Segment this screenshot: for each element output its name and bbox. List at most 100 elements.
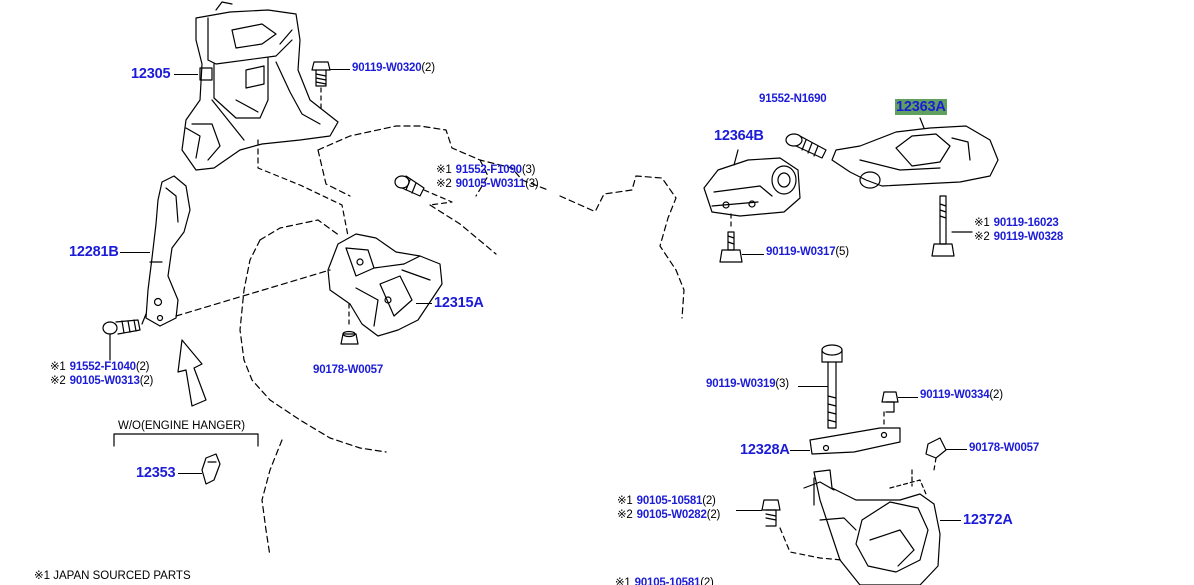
leader-line (178, 473, 202, 474)
source-mark: ※2 (436, 178, 452, 190)
part-code: 90105-10581 (634, 577, 701, 585)
leader-line (330, 69, 350, 70)
source-mark: ※1 (436, 164, 452, 176)
part-label-90119-W0334[interactable]: 90119-W0334(2) (920, 389, 1003, 402)
bolt-91552-F1040 (102, 319, 141, 335)
part-label-90178-W0057-left[interactable]: 90178-W0057 (313, 364, 384, 377)
part-qty: (2) (139, 375, 154, 387)
part-label-90119-W0317[interactable]: 90119-W0317(5) (766, 246, 849, 259)
part-label-12363A[interactable]: 12363A (895, 99, 947, 115)
nut-90178-W0057-left (340, 330, 359, 345)
part-code: 90105-W0311 (455, 178, 526, 190)
part-code: 90178-W0057 (313, 364, 384, 376)
leader-line (940, 520, 961, 521)
part-qty: (2) (706, 509, 721, 521)
bolt-90119-W0320 (311, 61, 331, 87)
part-qty: (2) (421, 62, 435, 74)
part-label-90119-W0320[interactable]: 90119-W0320(2) (352, 62, 435, 75)
part-code: 12372A (963, 512, 1013, 528)
part-qty: (3) (525, 178, 539, 190)
bolt-90119-W0317 (719, 231, 743, 263)
part-code-highlighted: 12363A (895, 99, 947, 115)
engine-hanger-12281B (145, 175, 191, 327)
part-label-12328A[interactable]: 12328A (740, 443, 790, 458)
source-mark: ※2 (617, 509, 633, 521)
source-mark: ※1 (617, 495, 633, 507)
part-label-90119-W0319[interactable]: 90119-W0319(3) (706, 378, 789, 391)
nut-90178-W0057-right (925, 437, 947, 459)
part-code: 12315A (434, 295, 484, 311)
engine-mount-bracket-12315A (327, 233, 443, 337)
source-mark: ※1 (974, 217, 990, 229)
spacer-12353 (201, 453, 221, 485)
part-code: 90105-W0282 (636, 509, 707, 521)
bolt-90119-16023 (931, 195, 955, 257)
source-mark: ※1 (50, 361, 66, 373)
part-code: 90105-10581 (636, 495, 703, 507)
part-label-12372A[interactable]: 12372A (963, 513, 1013, 528)
bolt-91552-F1090 (394, 175, 425, 197)
bolt-91552-N1690 (785, 133, 827, 159)
engine-outline (239, 125, 685, 557)
part-code: 12328A (740, 442, 790, 458)
part-qty: (3) (521, 164, 536, 176)
part-code: 90119-W0319 (706, 378, 776, 390)
part-qty: (2) (702, 495, 716, 507)
part-label-12364B[interactable]: 12364B (714, 129, 764, 144)
part-code: 12281B (69, 244, 119, 260)
part-code: 90119-W0334 (920, 389, 990, 401)
part-code: 90119-W0320 (352, 62, 422, 74)
part-code: 91552-F1090 (455, 164, 522, 176)
part-qty: (5) (835, 246, 849, 258)
part-label-12315A[interactable]: 12315A (434, 296, 484, 311)
bolt-90119-W0334 (881, 391, 899, 413)
bolt-90105-10581 (761, 499, 781, 527)
leader-line (798, 386, 828, 387)
part-label-12281B[interactable]: 12281B (69, 245, 119, 260)
part-code: 90178-W0057 (969, 442, 1040, 454)
part-code: 90119-W0328 (993, 231, 1064, 243)
part-code: 12305 (131, 66, 171, 82)
bolt-90119-W0319 (821, 344, 843, 429)
source-mark: ※2 (974, 231, 990, 243)
source-mark: ※2 (50, 375, 66, 387)
leader-line (736, 510, 762, 511)
leader-line (120, 252, 150, 253)
transmission-mount-12372A (803, 469, 941, 585)
part-label-91552-N1690[interactable]: 91552-N1690 (759, 93, 827, 106)
part-qty: (3) (775, 378, 789, 390)
part-code: 90105-W0313 (69, 375, 140, 387)
leader-line (174, 74, 198, 75)
leader-line (416, 303, 432, 304)
part-label-12305[interactable]: 12305 (131, 66, 171, 82)
part-code: 12353 (136, 465, 176, 481)
part-code: 90119-W0317 (766, 246, 836, 258)
part-code: 12364B (714, 128, 764, 144)
footnote-japan-sourced: ※1 JAPAN SOURCED PARTS (34, 570, 191, 582)
part-label-90178-W0057-right[interactable]: 90178-W0057 (969, 442, 1040, 455)
mount-bracket-12363A (831, 117, 999, 189)
engine-mount-bracket-12305 (181, 1, 339, 171)
leader-line (742, 254, 764, 255)
leader-line (790, 450, 810, 451)
part-code: 91552-N1690 (759, 93, 827, 105)
leader-line (898, 397, 918, 398)
part-label-12353[interactable]: 12353 (136, 465, 176, 481)
part-qty: (2) (135, 361, 150, 373)
part-code: 91552-F1040 (69, 361, 136, 373)
part-code: 90119-16023 (993, 217, 1059, 229)
note-without-engine-hanger: W/O(ENGINE HANGER) (118, 420, 246, 432)
leader-line (946, 449, 967, 450)
part-qty: (2) (989, 389, 1003, 401)
